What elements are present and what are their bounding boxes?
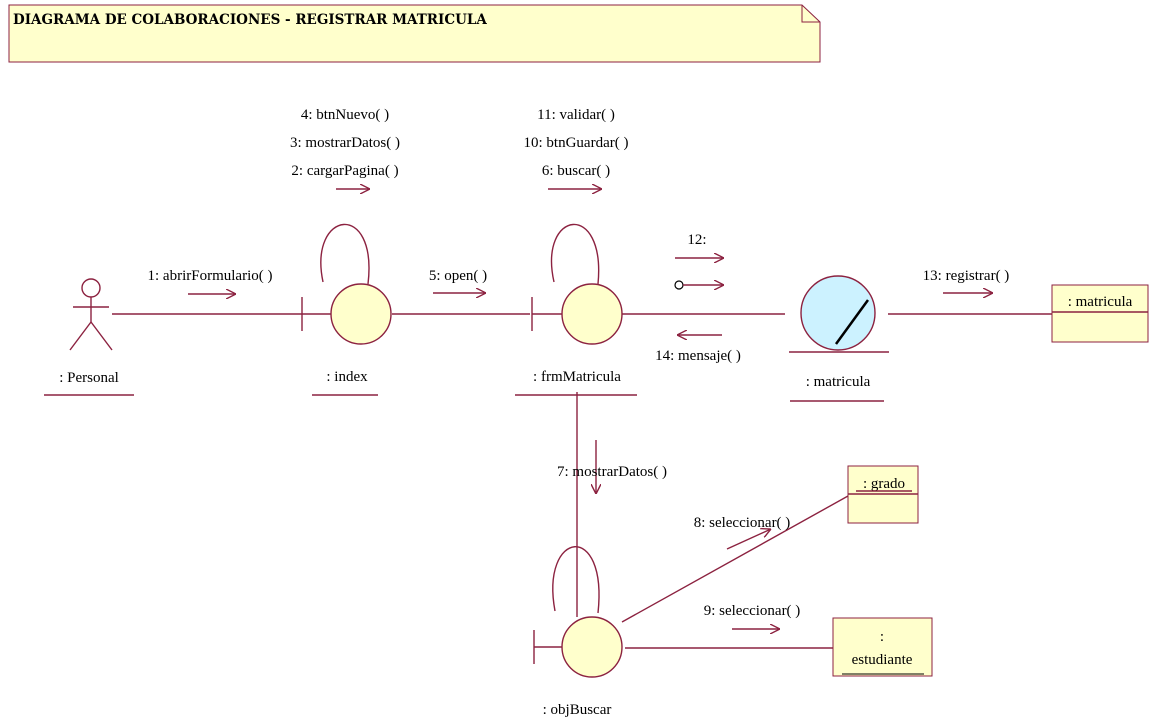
message-3-label: 3: mostrarDatos( ): [290, 135, 400, 151]
data-flow-icon: [674, 280, 684, 290]
boundary-index-label: : index: [326, 369, 368, 385]
message-1-label: 1: abrirFormulario( ): [148, 268, 273, 284]
message-7-label: 7: mostrarDatos( ): [557, 464, 667, 480]
object-estudiante-colon: :: [880, 629, 884, 645]
object-grado-label: : grado: [863, 476, 905, 492]
link-objbuscar-grado: [621, 495, 849, 623]
boundary-frmmatricula-label: : frmMatricula: [533, 369, 621, 385]
entity-icon: [789, 275, 889, 353]
self-loop-index: [320, 223, 370, 285]
message-11-label: 11: validar( ): [537, 107, 615, 123]
object-estudiante: : estudiante: [832, 617, 933, 677]
boundary-objbuscar-label: : objBuscar: [543, 702, 612, 718]
message-14-label: 14: mensaje( ): [655, 348, 741, 364]
message-8-label: 8: seleccionar( ): [694, 515, 791, 531]
message-5-label: 5: open( ): [429, 268, 487, 284]
object-estudiante-label: estudiante: [852, 652, 913, 668]
message-12-label: 12:: [687, 232, 706, 248]
boundary-icon: [301, 283, 392, 345]
actor-icon: [69, 278, 113, 351]
message-2-label: 2: cargarPagina( ): [291, 163, 398, 179]
object-matricula: : matricula: [1051, 284, 1149, 343]
title-note: DIAGRAMA DE COLABORACIONES - REGISTRAR M…: [8, 4, 821, 63]
arrow-m8: [726, 529, 771, 550]
message-10-label: 10: btnGuardar( ): [524, 135, 629, 151]
message-13-label: 13: registrar( ): [923, 268, 1010, 284]
object-matricula-label: : matricula: [1068, 294, 1133, 310]
message-6-label: 6: buscar( ): [542, 163, 610, 179]
self-loop-objbuscar: [552, 546, 600, 614]
entity-matricula-label: : matricula: [806, 374, 871, 390]
message-9-label: 9: seleccionar( ): [704, 603, 801, 619]
actor-personal-label: : Personal: [59, 370, 119, 386]
diagram-title: DIAGRAMA DE COLABORACIONES - REGISTRAR M…: [13, 12, 487, 28]
message-4-label: 4: btnNuevo( ): [301, 107, 389, 123]
boundary-icon: [533, 616, 623, 678]
object-grado: : grado: [847, 465, 919, 524]
boundary-icon: [531, 283, 623, 345]
self-loop-frmmatricula: [550, 223, 600, 285]
